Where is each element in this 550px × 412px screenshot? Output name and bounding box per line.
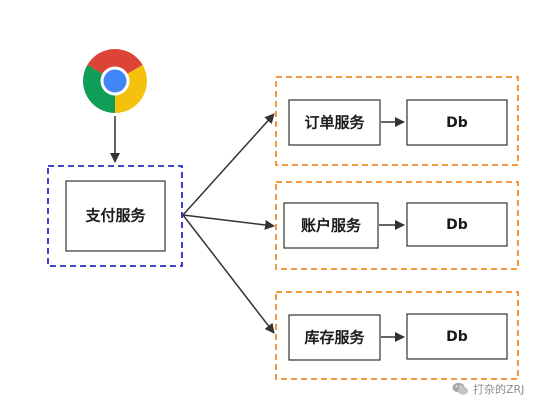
inventory-service-box[interactable] bbox=[288, 314, 381, 361]
watermark: 打杂的ZRJ bbox=[452, 380, 524, 398]
inventory-service-label: 库存服务 bbox=[304, 329, 365, 347]
order-db-label: Db bbox=[446, 115, 468, 131]
order-service-group bbox=[275, 76, 519, 166]
account-service-group bbox=[275, 181, 519, 270]
inventory-db-label: Db bbox=[446, 329, 468, 345]
chrome-browser-icon bbox=[83, 49, 147, 113]
payment-service-group bbox=[47, 165, 183, 267]
order-service-box[interactable] bbox=[288, 99, 381, 146]
order-service-label: 订单服务 bbox=[304, 114, 365, 132]
order-db-box[interactable] bbox=[406, 99, 508, 146]
watermark-text: 打杂的ZRJ bbox=[473, 383, 525, 396]
payment-service-label: 支付服务 bbox=[84, 207, 146, 225]
arrow-payment-to-order bbox=[182, 113, 275, 216]
account-db-label: Db bbox=[446, 217, 468, 233]
wechat-icon bbox=[452, 382, 468, 395]
inventory-service-group bbox=[275, 291, 519, 380]
account-service-box[interactable] bbox=[283, 202, 379, 249]
arrow-payment-to-inventory bbox=[182, 214, 275, 334]
account-service-label: 账户服务 bbox=[301, 217, 362, 235]
inventory-db-box[interactable] bbox=[406, 313, 508, 360]
account-db-box[interactable] bbox=[406, 202, 508, 247]
arrow-payment-to-account bbox=[182, 214, 275, 230]
payment-service-box[interactable] bbox=[65, 180, 166, 252]
